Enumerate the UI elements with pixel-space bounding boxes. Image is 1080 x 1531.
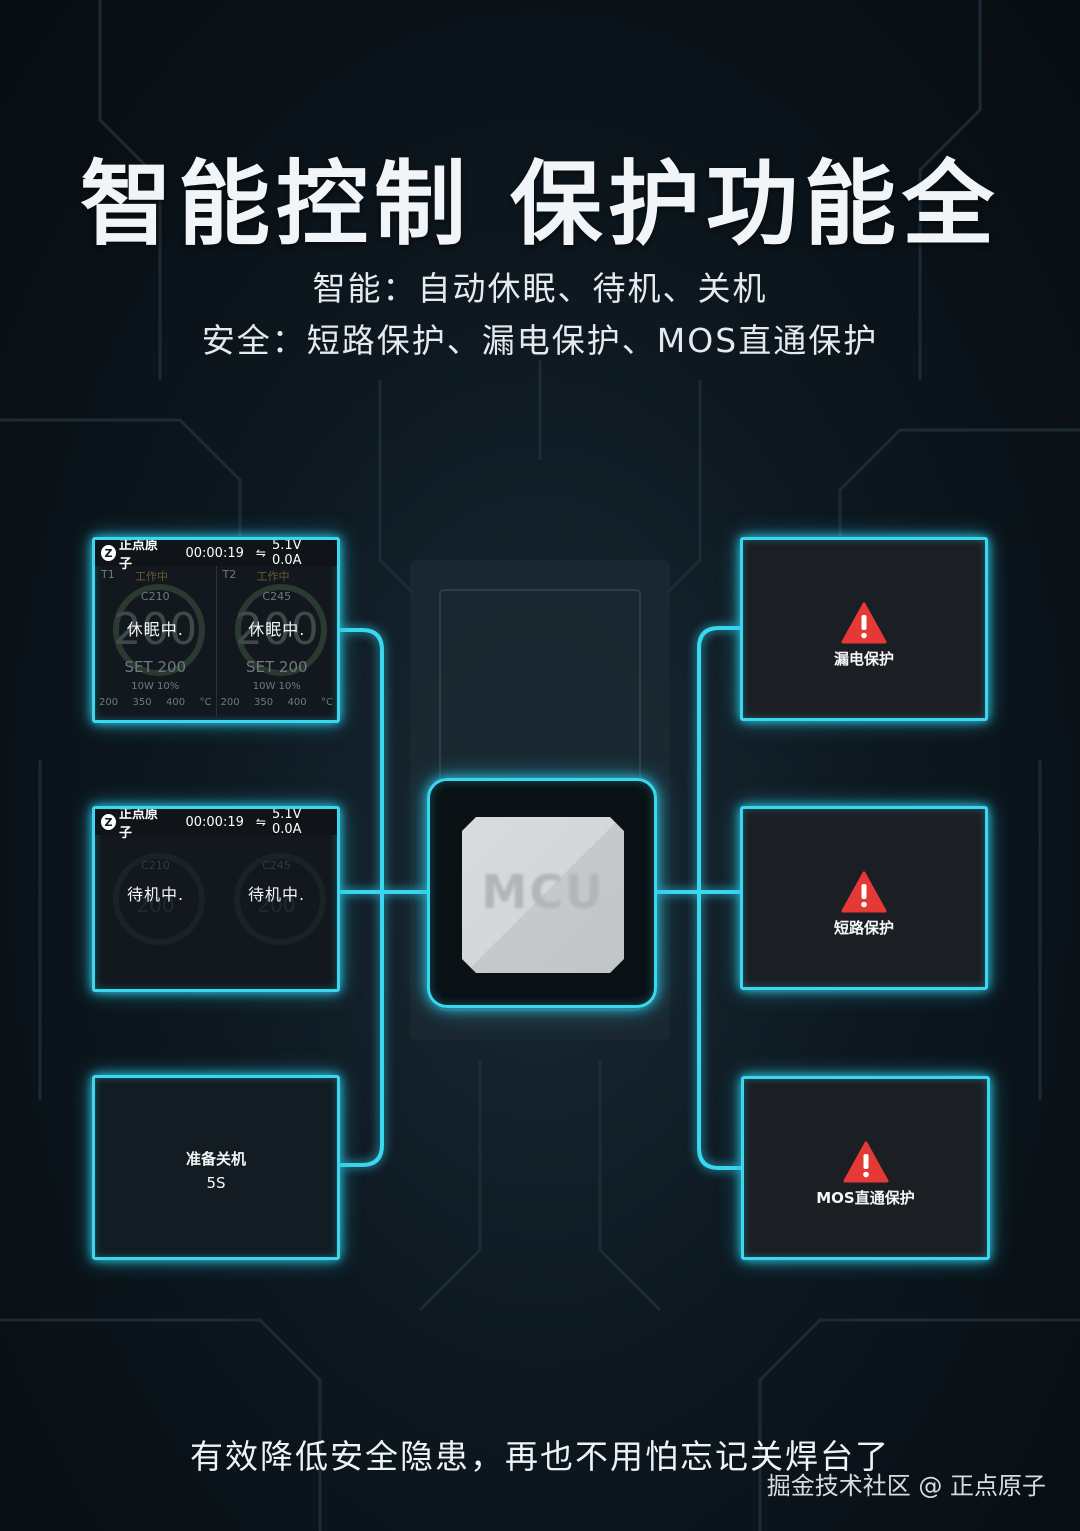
mcu-frame: MCU xyxy=(427,778,657,1008)
usb-icon: ⇋ xyxy=(255,546,266,560)
leakage-protection-panel: 漏电保护 xyxy=(740,537,988,721)
scale-unit: °C xyxy=(321,697,333,708)
temperature-value: 200 xyxy=(136,893,175,917)
set-temperature: SET 200 xyxy=(124,658,187,676)
temperature-gauge xyxy=(234,853,326,945)
standby-status: 待机中. xyxy=(247,885,306,904)
headline: 智能控制 保护功能全 xyxy=(79,151,1001,258)
tip-model: C210 xyxy=(140,590,170,603)
brand-name: 正点原子 xyxy=(118,538,158,572)
set-temperature: SET 200 xyxy=(245,658,308,676)
standby-status: 待机中. xyxy=(126,885,185,904)
channel-t1: C210 200 待机中. xyxy=(95,835,216,985)
mcu-chip-icon: MCU xyxy=(462,817,624,973)
mos-protection-panel: MOS直通保护 xyxy=(741,1076,990,1260)
protection-label: MOS直通保护 xyxy=(816,1189,915,1207)
channel-tag: T2 xyxy=(222,568,237,581)
channel-t1: T1 工作中 C210 200 SET 200 10W 10% 200 350 … xyxy=(95,566,217,716)
tip-model: C245 xyxy=(262,590,292,603)
warning-icon xyxy=(743,871,985,913)
temperature-gauge xyxy=(113,584,205,676)
scale-label: 350 xyxy=(254,697,274,708)
channel-tag: T1 xyxy=(101,568,115,581)
sleep-status: 休眠中. xyxy=(126,620,184,639)
power-readout: 5.1V 0.0A xyxy=(271,807,302,837)
channel-state: 工作中 xyxy=(135,570,168,583)
protection-label: 漏电保护 xyxy=(833,650,894,668)
watermark: 掘金技术社区 @ 正点原子 xyxy=(766,1472,1046,1500)
channel-t2: C245 200 待机中. xyxy=(216,835,337,985)
power-percent: 10W 10% xyxy=(252,681,301,692)
smart-features-line: 智能：自动休眠、待机、关机 xyxy=(312,269,768,308)
temperature-value: 200 xyxy=(234,604,319,655)
temperature-scale: 200 350 400 °C xyxy=(99,697,212,708)
uptime: 00:00:19 xyxy=(185,814,244,830)
warning-icon xyxy=(744,1141,987,1183)
temperature-value: 200 xyxy=(113,604,198,655)
shutdown-countdown: 5S xyxy=(206,1174,226,1192)
scale-label: 200 xyxy=(99,697,119,708)
tip-model: C245 xyxy=(262,859,291,872)
scale-label: 200 xyxy=(220,697,240,708)
usb-icon: ⇋ xyxy=(255,815,266,829)
power-readout: 5.1V 0.0A xyxy=(271,538,302,568)
safety-features-line: 安全：短路保护、漏电保护、MOS直通保护 xyxy=(201,321,879,360)
footer-slogan: 有效降低安全隐患，再也不用怕忘记关焊台了 xyxy=(190,1437,890,1476)
standby-screen-panel: Z 正点原子 00:00:19 ⇋ 5.1V 0.0A C210 200 待机中… xyxy=(92,806,340,992)
uptime: 00:00:19 xyxy=(185,545,244,561)
mcu-label: MCU xyxy=(481,865,605,919)
sleep-status: 休眠中. xyxy=(248,620,306,639)
scale-label: 350 xyxy=(132,697,152,708)
channel-t2: T2 工作中 C245 200 SET 200 10W 10% 200 350 … xyxy=(217,566,338,716)
scale-unit: °C xyxy=(199,697,212,708)
tip-model: C210 xyxy=(141,859,170,872)
sleep-screen-panel: Z 正点原子 00:00:19 ⇋ 5.1V 0.0A T1 工作中 C210 … xyxy=(92,537,340,723)
protection-label: 短路保护 xyxy=(833,919,894,937)
channel-state: 工作中 xyxy=(256,570,290,583)
screen-status-bar: Z 正点原子 00:00:19 ⇋ 5.1V 0.0A xyxy=(95,538,337,572)
scale-label: 400 xyxy=(287,697,307,708)
screen-status-bar: Z 正点原子 00:00:19 ⇋ 5.1V 0.0A xyxy=(95,807,337,841)
brand-logo-icon: Z xyxy=(101,545,116,561)
brand-name: 正点原子 xyxy=(118,807,158,841)
power-percent: 10W 10% xyxy=(131,681,180,692)
scale-label: 400 xyxy=(166,697,186,708)
temperature-value: 200 xyxy=(257,893,296,917)
shutdown-screen-panel: 准备关机 5S xyxy=(92,1075,340,1260)
temperature-scale: 200 350 400 °C xyxy=(221,697,334,708)
temperature-gauge xyxy=(234,584,327,676)
temperature-gauge xyxy=(113,853,205,945)
warning-icon xyxy=(743,602,985,644)
brand-logo-icon: Z xyxy=(101,814,116,830)
short-circuit-protection-panel: 短路保护 xyxy=(740,806,988,990)
shutdown-message: 准备关机 xyxy=(185,1150,246,1168)
